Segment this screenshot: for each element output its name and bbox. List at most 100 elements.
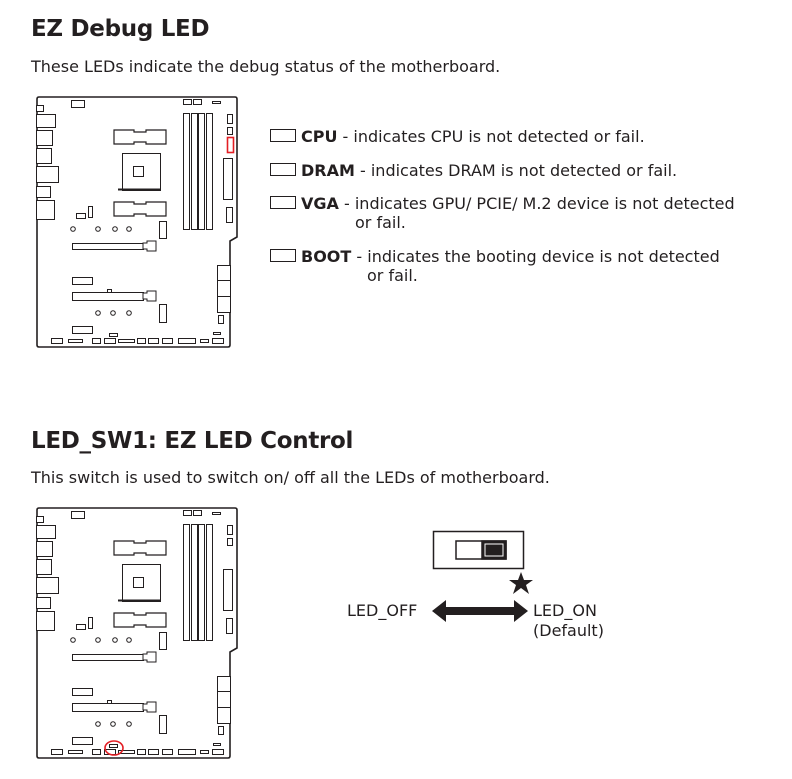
led-off-label: LED_OFF: [347, 601, 418, 620]
board-component: [212, 101, 221, 104]
board-outline: [36, 507, 238, 759]
board-component: [218, 726, 224, 735]
board-component: [178, 749, 196, 755]
board-component: [217, 280, 231, 297]
board-component: [68, 339, 83, 343]
board-component: [148, 338, 159, 344]
legend-item-dram: DRAM - indicates DRAM is not detected or…: [270, 161, 677, 180]
board-component: [183, 524, 190, 641]
board-component: [118, 750, 135, 754]
board-component: [36, 541, 53, 557]
board-component: [36, 611, 55, 631]
section-description: This switch is used to switch on/ off al…: [31, 468, 550, 487]
board-component: [137, 338, 146, 344]
mounting-hole: [110, 310, 116, 316]
board-component: [36, 577, 59, 594]
board-component: [72, 737, 93, 745]
mounting-hole: [95, 310, 101, 316]
board-component: [217, 296, 231, 313]
pcie-latch: [142, 701, 157, 713]
board-component: [198, 113, 205, 230]
board-component: [76, 213, 86, 219]
board-component: [212, 749, 224, 755]
section-description: These LEDs indicate the debug status of …: [31, 57, 501, 76]
board-component: [51, 338, 63, 344]
motherboard-diagram-led-switch: [36, 507, 238, 759]
section-title-ez-debug-led: EZ Debug LED: [31, 16, 210, 42]
board-component: [72, 688, 93, 696]
board-component: [133, 577, 144, 588]
mounting-hole: [70, 637, 76, 643]
board-component: [36, 148, 52, 164]
board-component: [183, 510, 192, 516]
board-component: [159, 221, 167, 239]
heatsink-bracket: [113, 540, 167, 556]
pcie-latch: [142, 240, 157, 252]
board-component: [191, 113, 198, 230]
led-switch-illustration: [432, 530, 533, 594]
mounting-hole: [95, 721, 101, 727]
section-title-led-sw1: LED_SW1: EZ LED Control: [31, 428, 354, 454]
board-component: [217, 707, 231, 724]
board-component: [36, 516, 44, 523]
mounting-hole: [110, 721, 116, 727]
board-component: [148, 749, 159, 755]
board-component: [118, 339, 135, 343]
board-component: [68, 750, 83, 754]
board-component: [162, 338, 173, 344]
board-component: [51, 749, 63, 755]
mounting-hole: [95, 637, 101, 643]
board-component: [198, 524, 205, 641]
mounting-hole: [126, 721, 132, 727]
legend-item-vga: VGA - indicates GPU/ PCIE/ M.2 device is…: [270, 194, 735, 232]
board-component: [72, 243, 144, 250]
led-icon: [270, 196, 296, 209]
board-component: [217, 691, 231, 708]
led-icon: [270, 163, 296, 176]
board-component: [227, 127, 233, 135]
led-on-label: LED_ON: [533, 601, 597, 620]
board-component: [92, 749, 101, 755]
board-component: [212, 512, 221, 515]
default-label: (Default): [533, 621, 604, 640]
board-component: [217, 265, 231, 281]
board-component: [217, 676, 231, 692]
board-component: [36, 130, 53, 146]
board-component: [206, 524, 213, 641]
board-component: [36, 597, 51, 609]
board-component: [226, 207, 233, 223]
board-component: [227, 525, 233, 535]
mounting-hole: [112, 226, 118, 232]
board-component: [223, 569, 233, 611]
heatsink-bracket: [113, 129, 167, 145]
board-component: [71, 100, 85, 108]
mounting-hole: [126, 310, 132, 316]
legend-item-cpu: CPU - indicates CPU is not detected or f…: [270, 127, 645, 146]
board-outline: [36, 96, 238, 348]
debug-led-highlight: [226, 136, 235, 154]
board-component: [107, 289, 112, 293]
mounting-hole: [112, 637, 118, 643]
board-component: [200, 339, 209, 343]
board-component: [36, 559, 52, 575]
board-component: [200, 750, 209, 754]
board-component: [193, 510, 202, 516]
board-component: [104, 338, 116, 344]
heatsink-bracket: [113, 612, 167, 628]
board-component: [36, 114, 56, 128]
board-component: [36, 525, 56, 539]
board-component: [213, 743, 221, 746]
mounting-hole: [70, 226, 76, 232]
board-component: [72, 326, 93, 334]
board-component: [223, 158, 233, 200]
board-component: [72, 654, 144, 661]
led-icon: [270, 249, 296, 262]
board-component: [71, 511, 85, 519]
board-component: [191, 524, 198, 641]
board-component: [72, 292, 144, 301]
board-component: [107, 700, 112, 704]
board-component: [218, 315, 224, 324]
board-component: [88, 617, 93, 629]
board-component: [159, 715, 167, 734]
board-component: [36, 105, 44, 112]
